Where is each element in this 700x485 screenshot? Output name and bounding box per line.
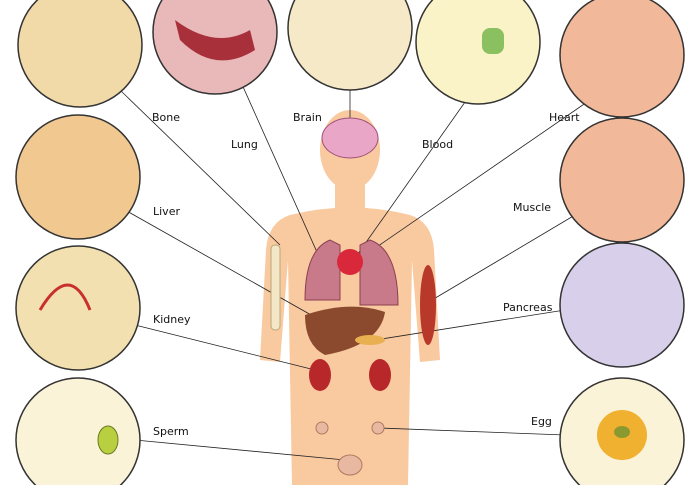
label-liver: Liver bbox=[153, 205, 180, 218]
label-heart: Heart bbox=[549, 111, 580, 124]
sperm-cell-circle bbox=[15, 377, 141, 485]
label-kidney: Kidney bbox=[153, 313, 191, 326]
label-blood: Blood bbox=[422, 138, 454, 151]
label-pancreas: Pancreas bbox=[503, 301, 553, 314]
brain-organ bbox=[321, 117, 379, 159]
pancreas-organ bbox=[355, 335, 385, 345]
label-brain: Brain bbox=[293, 111, 322, 124]
blood-cell-circle bbox=[415, 0, 541, 105]
label-sperm: Sperm bbox=[153, 425, 189, 438]
bone-organ bbox=[270, 244, 281, 331]
heart-cell-circle bbox=[559, 0, 685, 118]
liver-organ bbox=[305, 306, 385, 355]
body-silhouette bbox=[260, 110, 440, 485]
liver-cell-circle bbox=[15, 114, 141, 240]
cell-details bbox=[38, 20, 647, 460]
label-bone: Bone bbox=[152, 111, 181, 124]
kidney-cell-circle bbox=[15, 245, 141, 371]
muscle-cell-circle bbox=[559, 117, 685, 243]
bone-cell-circle bbox=[17, 0, 143, 108]
pancreas-cell-circle bbox=[559, 242, 685, 368]
label-lung: Lung bbox=[231, 138, 258, 151]
muscle-organ bbox=[420, 265, 436, 345]
label-muscle: Muscle bbox=[513, 201, 552, 214]
cell-circles bbox=[15, 0, 685, 485]
lungs-organ bbox=[304, 239, 399, 306]
brain-cell-circle bbox=[287, 0, 413, 91]
heart-organ bbox=[337, 249, 363, 275]
kidneys-organ bbox=[309, 359, 391, 391]
gonads-organ bbox=[315, 421, 385, 476]
leader-lines bbox=[119, 79, 591, 461]
label-egg: Egg bbox=[531, 415, 552, 428]
